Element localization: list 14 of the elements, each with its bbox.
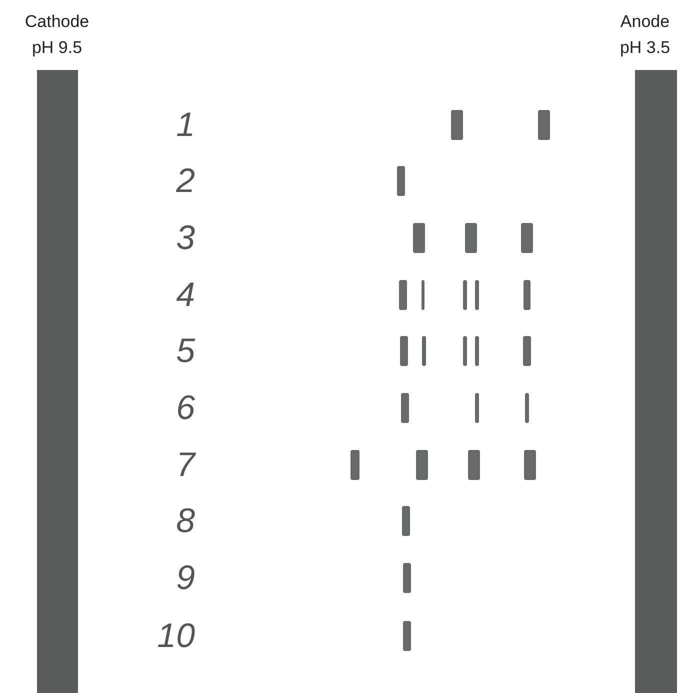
lane-number: 8 [175, 502, 195, 540]
lane-number: 9 [175, 559, 195, 597]
lane-number: 10 [156, 617, 195, 655]
lane-number: 1 [175, 106, 195, 144]
lane-number: 4 [175, 276, 195, 314]
electrode-label: Cathode [24, 12, 90, 32]
electrode-label: Anode [620, 12, 670, 32]
ph-label: pH 3.5 [620, 38, 670, 58]
lane-number: 3 [175, 219, 195, 257]
lane-number: 7 [175, 446, 195, 484]
ph-label: pH 9.5 [32, 38, 82, 58]
lane-number: 2 [175, 162, 195, 200]
lane-number: 6 [175, 389, 195, 427]
lane-number: 5 [175, 332, 195, 370]
